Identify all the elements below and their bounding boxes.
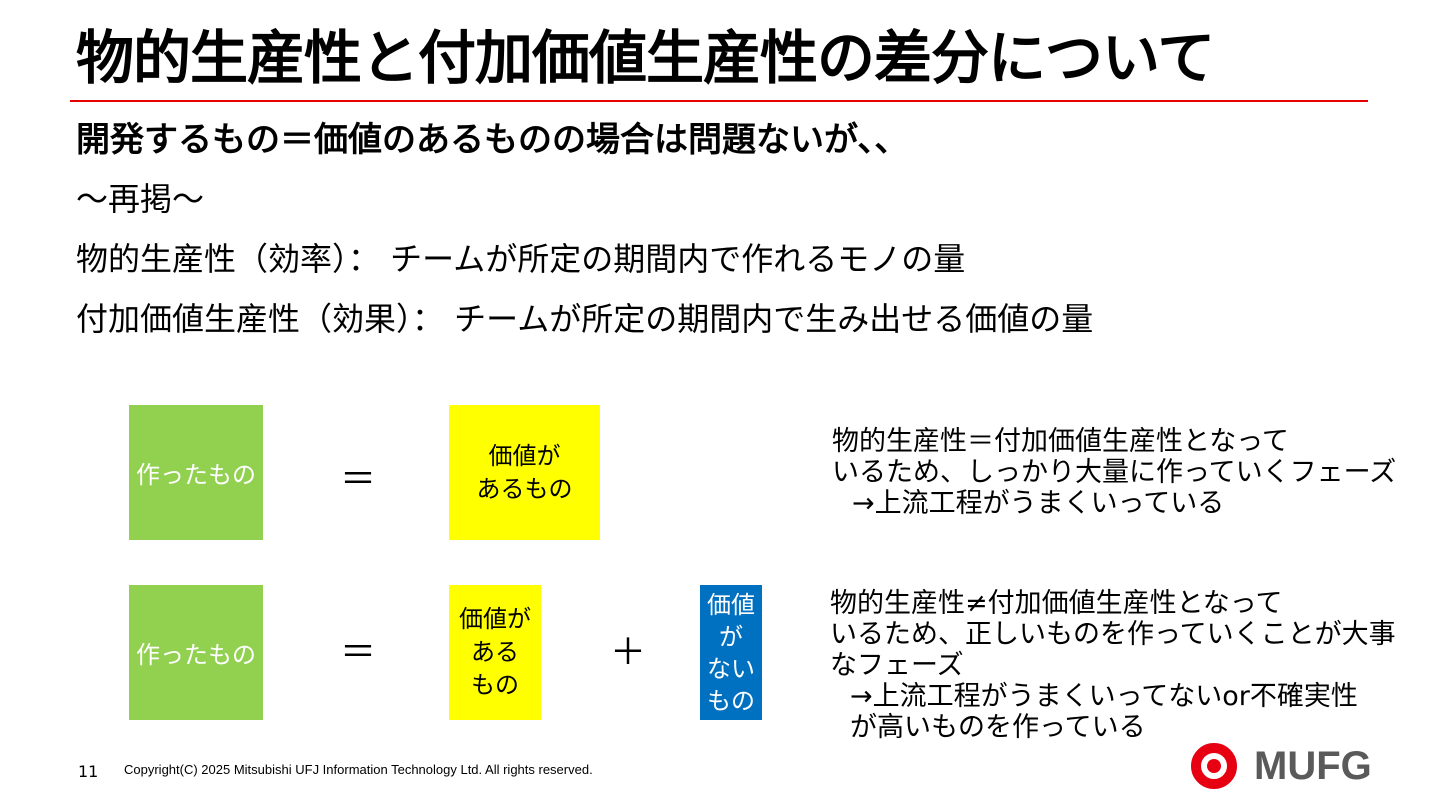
- made-label-row2: 作ったもの: [136, 641, 256, 669]
- mufg-ring-icon: [1184, 742, 1244, 790]
- valuable-box-row2: 価値が ある もの: [449, 585, 541, 720]
- not-valuable-line: もの: [707, 686, 755, 715]
- valuable-line: ある: [471, 638, 519, 666]
- description-line: 物的生産性＝付加価値生産性となって: [832, 426, 1289, 457]
- description-line: 物的生産性≠付加価値生産性となって: [830, 588, 1283, 619]
- valuable-line: もの: [471, 671, 519, 699]
- valuable-line: 価値が: [459, 605, 531, 633]
- equals-sign-row2: ＝: [340, 632, 377, 673]
- page-number: 11: [78, 762, 99, 781]
- valuable-line: 価値が: [488, 441, 561, 470]
- description-line: が高いものを作っている: [850, 712, 1146, 743]
- valuable-box-row1: 価値が あるもの: [449, 405, 600, 540]
- copyright-notice: Copyright(C) 2025 Mitsubishi UFJ Informa…: [124, 762, 593, 777]
- page-title: 物的生産性と付加価値生産性の差分について: [76, 24, 1215, 92]
- body-line-reposted: 〜再掲〜: [76, 180, 205, 218]
- body-line-value-productivity: 付加価値生産性（効果）： チームが所定の期間内で生み出せる価値の量: [76, 300, 1094, 338]
- description-line: いるため、正しいものを作っていくことが大事: [830, 619, 1396, 650]
- plus-sign-row2: ＋: [610, 632, 647, 673]
- made-label-row1: 作ったもの: [136, 461, 256, 489]
- description-line: →上流工程がうまくいってないor不確実性: [850, 681, 1358, 712]
- valuable-line: あるもの: [476, 474, 573, 503]
- description-line: →上流工程がうまくいっている: [852, 488, 1225, 519]
- made-box-row2: 作ったもの: [129, 585, 263, 720]
- subtitle: 開発するもの＝価値のあるものの場合は問題ないが、、: [76, 120, 909, 160]
- not-valuable-line: 価値: [707, 590, 755, 619]
- made-box-row1: 作ったもの: [129, 405, 263, 540]
- mufg-logo-text: MUFG: [1254, 744, 1372, 788]
- body-line-physical-productivity: 物的生産性（効率）： チームが所定の期間内で作れるモノの量: [76, 240, 966, 278]
- description-row2: 物的生産性≠付加価値生産性となって いるため、正しいものを作っていくことが大事 …: [830, 588, 1396, 743]
- not-valuable-line: が: [719, 622, 743, 651]
- description-line: いるため、しっかり大量に作っていくフェーズ: [832, 457, 1397, 488]
- description-line: なフェーズ: [830, 650, 964, 681]
- not-valuable-box-row2: 価値 が ない もの: [700, 585, 762, 720]
- not-valuable-line: ない: [707, 654, 755, 683]
- description-row1: 物的生産性＝付加価値生産性となって いるため、しっかり大量に作っていくフェーズ …: [832, 426, 1396, 519]
- equals-sign-row1: ＝: [340, 459, 377, 500]
- title-rule: [70, 100, 1368, 102]
